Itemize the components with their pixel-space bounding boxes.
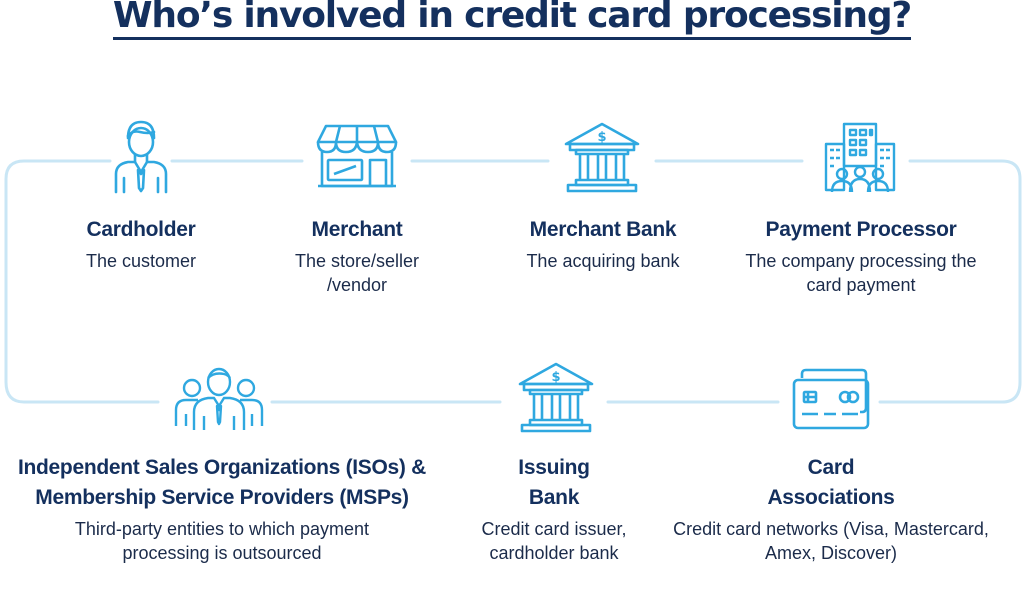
- office-building-icon: [822, 122, 898, 194]
- svg-text:$: $: [597, 130, 606, 145]
- participant-name: Independent Sales Organizations (ISOs) &…: [17, 456, 427, 509]
- participant-merchant: Merchant The store/seller /vendor: [266, 215, 448, 297]
- participant-name: Merchant: [311, 218, 403, 241]
- store-icon: [316, 122, 398, 190]
- participant-description: Credit card issuer, cardholder bank: [481, 519, 627, 563]
- bank-icon: $: [564, 122, 640, 194]
- participant-description: Credit card networks (Visa, Mastercard, …: [673, 519, 989, 563]
- participant-description: The acquiring bank: [526, 251, 680, 271]
- participant-issuing-bank: Issuing Bank Credit card issuer, cardhol…: [464, 453, 644, 565]
- page-title: Who’s involved in credit card processing…: [0, 0, 1024, 46]
- bank-icon: $: [518, 362, 594, 434]
- group-people-icon: [174, 366, 264, 432]
- participant-name: Card Associations: [767, 456, 895, 509]
- participant-name: Merchant Bank: [529, 218, 677, 241]
- cardholder-icon: [110, 118, 172, 194]
- participant-name: Payment Processor: [765, 218, 957, 241]
- participant-description: The store/seller /vendor: [294, 251, 420, 295]
- participant-cardholder: Cardholder The customer: [41, 215, 241, 273]
- participant-description: The company processing the card payment: [745, 251, 977, 295]
- participant-description: Third-party entities to which payment pr…: [74, 519, 370, 563]
- participant-merchant-bank: Merchant Bank The acquiring bank: [492, 215, 714, 273]
- participant-isos-msps: Independent Sales Organizations (ISOs) &…: [10, 453, 434, 565]
- title-text: Who’s involved in credit card processing…: [112, 0, 912, 40]
- participant-payment-processor: Payment Processor The company processing…: [730, 215, 992, 297]
- svg-text:$: $: [551, 370, 560, 385]
- participant-description: The customer: [85, 251, 197, 271]
- participant-name: Issuing Bank: [518, 456, 590, 509]
- participant-name: Cardholder: [86, 218, 196, 241]
- credit-cards-icon: [792, 368, 872, 432]
- participant-card-associations: Card Associations Credit card networks (…: [660, 453, 1002, 565]
